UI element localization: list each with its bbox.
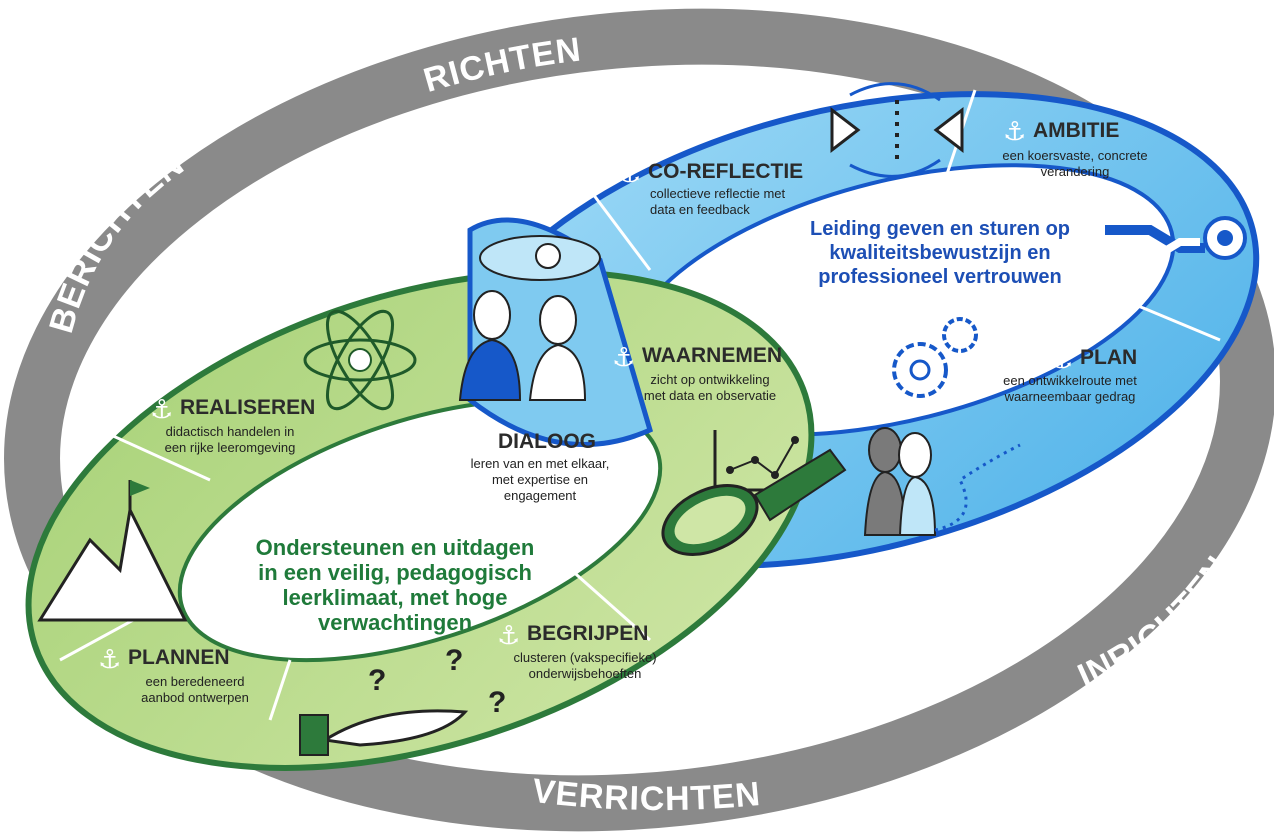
blue-center-line-3: professioneel vertrouwen [818,266,1061,288]
step-dialoog: ⚓ DIALOOG leren van en met elkaar, met e… [468,429,609,503]
step-desc-line: didactisch handelen in [166,424,295,439]
anchor-icon: ⚓ [1050,345,1073,375]
step-desc-line: clusteren (vakspecifieke) [513,650,656,665]
step-desc-line: een beredeneerd [145,674,244,689]
hand-questions-icon: ? ? ? [299,644,506,756]
step-realiseren: ⚓ REALISEREN didactisch handelen in een … [150,395,315,455]
step-desc-line: met expertise en [492,472,588,487]
step-desc-line: onderwijsbehoeften [529,666,642,681]
anchor-icon: ⚓ [618,159,641,189]
svg-text:?: ? [368,664,386,697]
step-desc-line: waarneembaar gedrag [1004,389,1136,404]
step-desc-line: zicht op ontwikkeling [650,372,769,387]
step-title: WAARNEMEN [642,344,782,367]
step-co-reflectie: ⚓ CO-REFLECTIE collectieve reflectie met… [618,159,803,217]
people-icon [863,427,1021,536]
anchor-icon: ⚓ [1003,117,1026,147]
reflection-triangles-icon [830,82,964,178]
step-desc-line: engagement [504,488,577,503]
anchor-icon: ⚓ [497,621,520,651]
step-desc-line: aanbod ontwerpen [141,690,249,705]
step-desc-line: een rijke leeromgeving [165,440,296,455]
step-desc-line: verandering [1041,164,1110,179]
green-center-text: Ondersteunen en uitdagen in een veilig, … [256,535,535,635]
step-title: PLAN [1080,346,1137,369]
step-desc-line: data en feedback [650,202,750,217]
arrows-target-icon [1105,216,1247,264]
blue-center-line-2: kwaliteitsbewustzijn en [829,242,1050,264]
dialogue-heads-icon [458,235,601,401]
step-title: CO-REFLECTIE [648,160,803,183]
step-desc-line: een ontwikkelroute met [1003,373,1137,388]
green-center-line-2: in een veilig, pedagogisch [258,560,532,585]
anchor-icon: ⚓ [98,645,121,675]
mountain-flag-icon [37,480,188,622]
anchor-icon: ⚓ [612,343,635,373]
step-waarnemen: ⚓ WAARNEMEN zicht op ontwikkeling met da… [612,343,782,403]
blue-center-text: Leiding geven en sturen op kwaliteitsbew… [810,218,1070,288]
green-center-line-4: verwachtingen [318,610,472,635]
svg-text:?: ? [488,686,506,719]
step-begrijpen: ⚓ BEGRIJPEN clusteren (vakspecifieke) on… [497,621,657,681]
step-title: DIALOOG [498,430,596,453]
green-center-line-3: leerklimaat, met hoge [283,585,508,610]
step-ambitie: ⚓ AMBITIE een koersvaste, concrete veran… [1002,117,1147,179]
step-title: REALISEREN [180,396,315,419]
green-center-line-1: Ondersteunen en uitdagen [256,535,535,560]
anchor-icon: ⚓ [150,395,173,425]
anchor-icon: ⚓ [468,429,491,459]
step-title: BEGRIJPEN [527,622,648,645]
gears-icon [892,317,978,398]
step-desc-line: leren van en met elkaar, [471,456,610,471]
step-title: PLANNEN [128,646,230,669]
step-desc-line: met data en observatie [644,388,776,403]
blue-center-line-1: Leiding geven en sturen op [810,218,1070,240]
magnifier-people-icon [661,448,847,556]
step-plannen: ⚓ PLANNEN een beredeneerd aanbod ontwerp… [98,645,249,705]
atom-lightbulb-icon [303,309,417,411]
step-plan: ⚓ PLAN een ontwikkelroute met waarneemba… [1003,345,1137,404]
step-desc-line: collectieve reflectie met [650,186,785,201]
step-title: AMBITIE [1033,119,1119,142]
svg-text:?: ? [445,644,463,677]
step-desc-line: een koersvaste, concrete [1002,148,1147,163]
